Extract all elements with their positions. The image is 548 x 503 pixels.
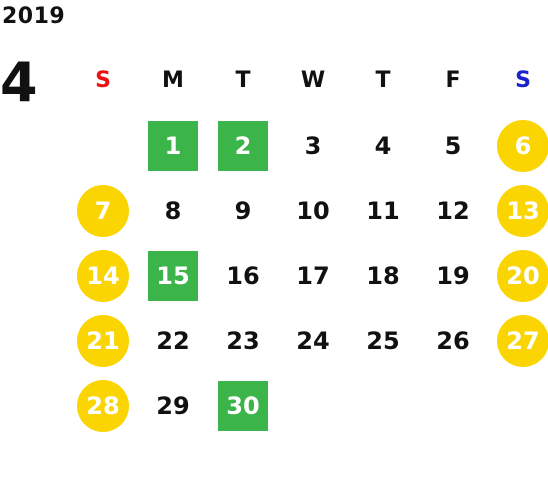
day-cell[interactable]: 27: [488, 308, 548, 373]
day-cell[interactable]: 29: [138, 373, 208, 438]
day-number: 3: [304, 131, 322, 160]
weekend-day-number: 28: [77, 379, 129, 432]
day-cell[interactable]: 5: [418, 113, 488, 178]
year-label: 2019: [2, 4, 66, 29]
day-cell[interactable]: 10: [278, 178, 348, 243]
day-number: 11: [366, 196, 400, 225]
day-number: 26: [436, 326, 470, 355]
weekday-header-friday: F: [445, 68, 461, 93]
day-cell[interactable]: 11: [348, 178, 418, 243]
highlighted-day-number: 30: [218, 380, 268, 431]
weekday-header-sunday: S: [95, 68, 111, 93]
day-number: 25: [366, 326, 400, 355]
day-cell[interactable]: 2: [208, 113, 278, 178]
weekday-header-wednesday: W: [300, 68, 326, 93]
day-cell[interactable]: 12: [418, 178, 488, 243]
day-cell[interactable]: 14: [68, 243, 138, 308]
day-cell[interactable]: 1: [138, 113, 208, 178]
day-cell[interactable]: 28: [68, 373, 138, 438]
day-number: 9: [234, 196, 252, 225]
weekday-header-saturday: S: [515, 68, 531, 93]
weekend-day-number: 27: [497, 314, 548, 367]
day-cell[interactable]: 6: [488, 113, 548, 178]
highlighted-day-number: 1: [148, 120, 198, 171]
highlighted-day-number: 2: [218, 120, 268, 171]
day-cell[interactable]: 19: [418, 243, 488, 308]
day-cell[interactable]: 13: [488, 178, 548, 243]
day-cell[interactable]: 15: [138, 243, 208, 308]
day-number: 5: [444, 131, 462, 160]
day-cell[interactable]: 9: [208, 178, 278, 243]
day-number: 4: [374, 131, 392, 160]
highlighted-day-number: 15: [148, 250, 198, 301]
day-number: 18: [366, 261, 400, 290]
day-number: 23: [226, 326, 260, 355]
day-cell[interactable]: 8: [138, 178, 208, 243]
day-cell[interactable]: 16: [208, 243, 278, 308]
day-cell[interactable]: 17: [278, 243, 348, 308]
day-number: 16: [226, 261, 260, 290]
day-number: 10: [296, 196, 330, 225]
day-cell[interactable]: 3: [278, 113, 348, 178]
day-number: 19: [436, 261, 470, 290]
day-number: 8: [164, 196, 182, 225]
day-cell[interactable]: 30: [208, 373, 278, 438]
day-cell[interactable]: 25: [348, 308, 418, 373]
day-number: 12: [436, 196, 470, 225]
month-number: 4: [0, 51, 38, 114]
day-cell[interactable]: 24: [278, 308, 348, 373]
day-cell[interactable]: 7: [68, 178, 138, 243]
day-number: 17: [296, 261, 330, 290]
day-cell[interactable]: 23: [208, 308, 278, 373]
weekend-day-number: 20: [497, 249, 548, 302]
day-number: 24: [296, 326, 330, 355]
weekend-day-number: 21: [77, 314, 129, 367]
day-cell[interactable]: 4: [348, 113, 418, 178]
weekend-day-number: 14: [77, 249, 129, 302]
day-cell[interactable]: 26: [418, 308, 488, 373]
weekend-day-number: 13: [497, 184, 548, 237]
day-number: 29: [156, 391, 190, 420]
weekend-day-number: 7: [77, 184, 129, 237]
day-cell[interactable]: 20: [488, 243, 548, 308]
weekday-header-tuesday: T: [235, 68, 251, 93]
weekday-header-thursday: T: [375, 68, 391, 93]
day-cell[interactable]: 22: [138, 308, 208, 373]
day-cell[interactable]: 18: [348, 243, 418, 308]
weekend-day-number: 6: [497, 119, 548, 172]
weekday-header-monday: M: [162, 68, 184, 93]
day-number: 22: [156, 326, 190, 355]
day-cell[interactable]: 21: [68, 308, 138, 373]
